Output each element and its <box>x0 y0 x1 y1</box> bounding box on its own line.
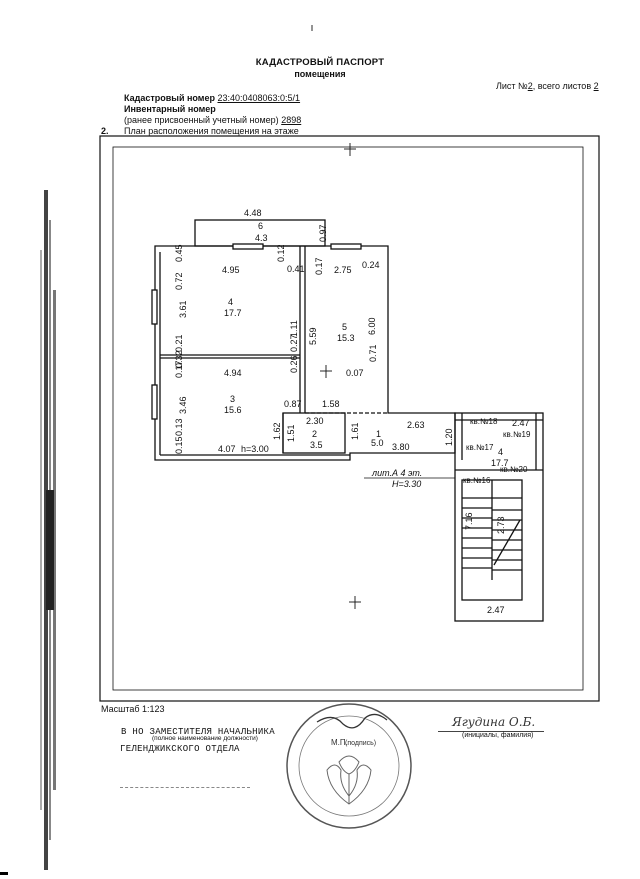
room-3-dim-b: 0.32 <box>174 350 184 368</box>
scan-edge-artifact <box>40 190 56 870</box>
room-3-area: 15.6 <box>224 405 242 415</box>
inventory-number-label: Инвентарный номер <box>124 104 216 114</box>
room-3-dim-a: 0.17 <box>174 360 184 378</box>
stair-top: 2.47 <box>512 418 530 428</box>
stamp-mp: М.П. <box>331 738 348 747</box>
room-5-dim-f: 0.27 <box>289 334 299 352</box>
stair-apt-17: кв.№17 <box>466 443 494 452</box>
stair-apt-19: кв.№19 <box>503 430 531 439</box>
room-4-dim-c: 0.12 <box>276 244 286 262</box>
stair-number: 4 <box>498 447 503 457</box>
room-3-top: 4.94 <box>224 368 242 378</box>
room-5-dim-c: 0.71 <box>368 344 378 362</box>
room-4-top: 4.95 <box>222 265 240 275</box>
building-height: H=3.30 <box>392 479 421 489</box>
room-3-dim-g: 0.87 <box>284 399 302 409</box>
official-position: В НО ЗАМЕСТИТЕЛЯ НАЧАЛЬНИКА <box>121 727 275 737</box>
name-line <box>438 731 544 732</box>
document-title: КАДАСТРОВЫЙ ПАСПОРТ <box>255 57 385 68</box>
stair-apt-16: кв.№16 <box>463 476 491 485</box>
room-5-left: 5.59 <box>308 327 318 345</box>
room-2-area: 3.5 <box>310 440 323 450</box>
stamp-signature-caption: (подпись) <box>345 740 376 747</box>
stair-side: 7.16 <box>464 512 474 530</box>
stair-apt-18: кв.№18 <box>470 417 498 426</box>
stair-area: 17.7 <box>491 458 509 468</box>
room-3-bottom: 4.07 <box>218 444 236 454</box>
room-2-top: 2.30 <box>306 416 324 426</box>
room-5-dim-e: 1.11 <box>289 320 299 337</box>
room-3-dim-c: 0.13 <box>174 418 184 436</box>
room-2-number: 2 <box>312 429 317 439</box>
room-2-right: 1.61 <box>350 422 360 440</box>
stair-bottom: 2.47 <box>487 605 505 615</box>
room-5-right: 6.00 <box>367 317 377 335</box>
previous-number-row: (ранее присвоенный учетный номер) 2898 <box>124 115 301 125</box>
cadastral-number-row: Кадастровый номер 23:40:0408063:0:5/1 <box>124 93 300 103</box>
room-4-dim-e: 0.21 <box>174 334 184 352</box>
sheet-number: Лист №2, всего листов 2 <box>496 81 599 91</box>
room-5-dim-d: 0.07 <box>346 368 364 378</box>
room-6-width: 4.48 <box>244 208 262 218</box>
section-number: 2. <box>101 126 109 136</box>
room-3-side: 3.46 <box>178 396 188 414</box>
room-4-side: 3.61 <box>178 300 188 318</box>
inner-frame <box>112 146 584 691</box>
room-5-dim-b: 0.24 <box>362 260 380 270</box>
room-4-area: 17.7 <box>224 308 242 318</box>
room-3-dim-f: 1.62 <box>272 422 282 440</box>
document-subtitle: помещения <box>294 69 346 79</box>
page-edge-mark <box>0 872 8 875</box>
room-4-number: 4 <box>228 297 233 307</box>
staircase-outline <box>454 412 544 622</box>
cadastral-number-value: 23:40:0408063:0:5/1 <box>217 93 301 103</box>
signatory-name: Ягудина О.Б. <box>452 715 536 729</box>
stair-apt-20: кв.№20 <box>500 465 528 474</box>
handwritten-signature <box>316 713 388 729</box>
room-3-dim-d: 0.15 <box>174 436 184 454</box>
room-1-side: 1.20 <box>444 428 454 446</box>
section-title: План расположения помещения на этаже <box>124 126 299 136</box>
room-1-number: 1 <box>376 429 381 439</box>
signature-line <box>120 787 250 788</box>
room-1-area: 5.0 <box>371 438 384 448</box>
room-6-number: 6 <box>258 221 263 231</box>
previous-number-label: (ранее присвоенный учетный номер) <box>124 115 279 125</box>
room-5-area: 15.3 <box>337 333 355 343</box>
room-3-number: 3 <box>230 394 235 404</box>
official-stamp: М.П. (подпись) <box>286 703 412 829</box>
room-4-dim-a: 0.45 <box>174 244 184 262</box>
department-name: ГЕЛЕНДЖИКСКОГО ОТДЕЛА <box>120 744 240 754</box>
room-1-top: 1.58 <box>322 399 340 409</box>
building-letter-floor: лит.А 4 эт. <box>371 468 422 478</box>
name-caption: (инициалы, фамилия) <box>462 732 534 739</box>
previous-number-value: 2898 <box>281 115 302 125</box>
room-6-area: 4.3 <box>255 233 268 243</box>
room-6-side: 0.97 <box>318 224 328 242</box>
outer-frame <box>99 135 600 702</box>
cadastral-number-label: Кадастровый номер <box>124 93 215 103</box>
position-caption: (полное наименование должности) <box>152 735 258 742</box>
room-5-dim-a: 0.17 <box>314 257 324 275</box>
room-1-mid: 2.63 <box>407 420 425 430</box>
stair-step: 2.73 <box>496 516 506 534</box>
room-3-dim-e: 0.26 <box>289 355 299 373</box>
room-5-number: 5 <box>342 322 347 332</box>
scale-label: Масштаб 1:123 <box>101 704 165 714</box>
room-2-left: 1.51 <box>286 424 296 442</box>
room-1-bottom: 3.80 <box>392 442 410 452</box>
room-4-dim-b: 0.72 <box>174 272 184 290</box>
room-3-height: h=3.00 <box>241 444 269 454</box>
room-4-dim-d: 0.41 <box>287 264 305 274</box>
room-5-top: 2.75 <box>334 265 352 275</box>
